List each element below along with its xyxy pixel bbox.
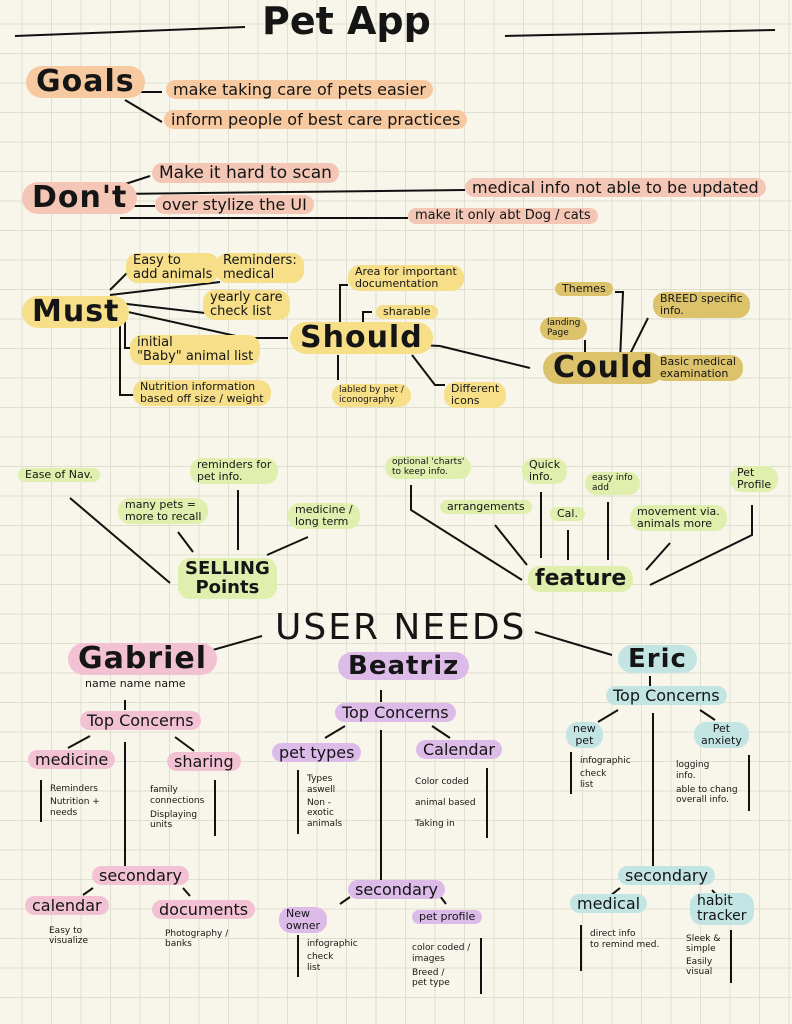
feature-item: optional 'charts'to keep info. [385, 456, 472, 479]
dont-item: over stylize the UI [155, 195, 314, 215]
should-item: sharable [376, 305, 438, 319]
user-needs-title: USER NEEDS [275, 607, 527, 648]
secondary-item: medical [570, 894, 648, 914]
feature-item: arrangements [440, 500, 532, 514]
page-title: Pet App [262, 0, 431, 43]
secondary-item: pet profile [412, 910, 483, 924]
goal-item: inform people of best care practices [164, 110, 468, 130]
must-item: Reminders:medical [216, 253, 304, 284]
should-label: Should [290, 321, 433, 355]
dont-item: Make it hard to scan [152, 163, 339, 184]
selling-point-item: medicine /long term [288, 503, 360, 529]
could-label: Could [543, 351, 664, 385]
top-concerns-label: Top Concerns [335, 703, 456, 723]
concern-label: pet types [272, 743, 362, 763]
secondary-label: secondary [92, 866, 189, 886]
feature-label: feature [528, 566, 634, 592]
dont-item: make it only abt Dog / cats [408, 208, 598, 225]
persona-name-gabriel: Gabriel [68, 642, 218, 676]
selling-point-item: Ease of Nav. [18, 468, 100, 482]
secondary-item: calendar [25, 896, 109, 916]
feature-item: movement via.animals more [630, 505, 727, 531]
goals-label: Goals [26, 65, 145, 99]
goal-item: make taking care of pets easier [166, 80, 433, 100]
feature-item: Cal. [550, 507, 585, 521]
could-item: Themes [555, 282, 613, 296]
secondary-notes: Photography /banks [165, 929, 229, 950]
top-concerns-label: Top Concerns [80, 711, 201, 731]
should-item: labled by pet /iconography [332, 384, 411, 407]
persona-name-beatriz: Beatriz [338, 652, 470, 680]
dont-item: medical info not able to be updated [465, 178, 766, 198]
dont-label: Don't [22, 181, 138, 215]
selling-point-item: many pets =more to recall [118, 498, 209, 524]
top-concerns-label: Top Concerns [606, 686, 727, 706]
concern-label: medicine [28, 750, 116, 770]
must-item: initial"Baby" animal list [130, 335, 261, 366]
secondary-item: documents [152, 900, 256, 920]
persona-subtitle: name name name [85, 677, 186, 690]
must-label: Must [22, 295, 130, 329]
secondary-label: secondary [618, 866, 715, 886]
concern-label: sharing [167, 752, 241, 772]
secondary-label: secondary [348, 880, 445, 900]
concern-label: Calendar [416, 740, 502, 760]
persona-name-eric: Eric [618, 645, 697, 673]
